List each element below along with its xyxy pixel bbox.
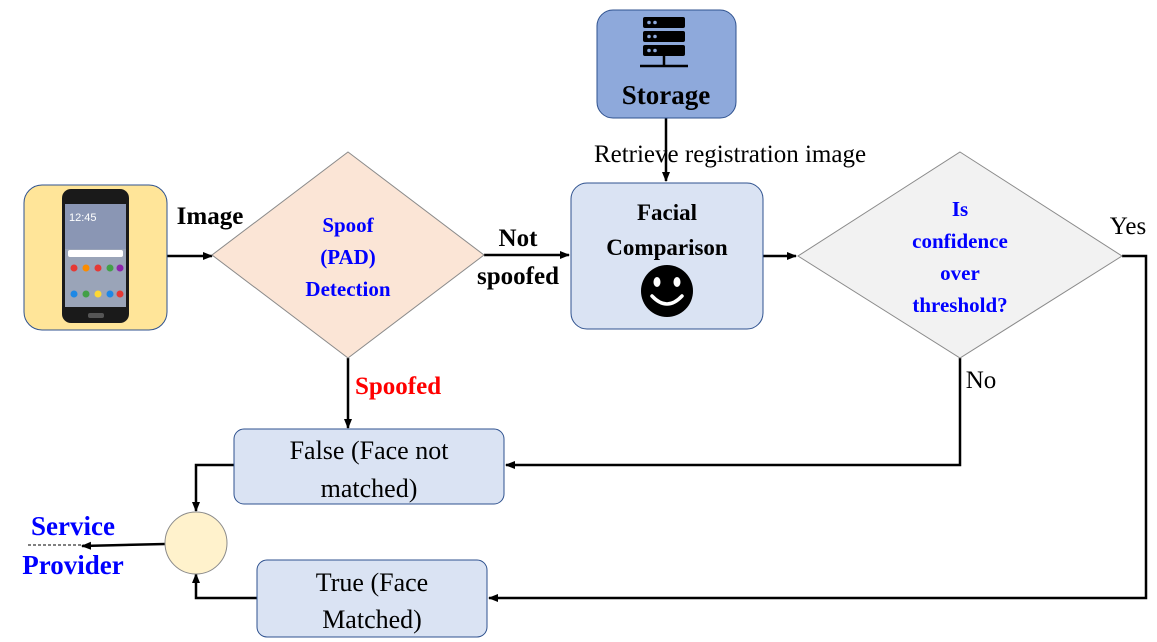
storage-label: Storage xyxy=(622,80,710,110)
confidence-label-line1: Is xyxy=(952,197,968,221)
false-result-line2: matched) xyxy=(321,474,418,503)
phone-node: 12:45 xyxy=(23,184,168,331)
facial-comparison-node: Facial Comparison xyxy=(570,182,764,330)
edge-label-spoofed: Spoofed xyxy=(355,373,441,400)
merge-circle xyxy=(164,511,228,575)
true-result-line2: Matched) xyxy=(322,605,422,634)
confidence-diamond xyxy=(797,151,1123,359)
phone-clock: 12:45 xyxy=(69,212,97,224)
edge-label-image: Image xyxy=(177,203,244,230)
edge-label-spoofed-pass: spoofed xyxy=(477,263,559,290)
smiley-face-icon xyxy=(641,265,693,317)
arrow-no-to-false xyxy=(505,358,962,469)
spoof-label-line2: (PAD) xyxy=(320,245,376,269)
confidence-label-line3: over xyxy=(940,261,980,285)
edge-label-yes: Yes xyxy=(1110,213,1146,240)
spoof-diamond xyxy=(211,151,485,359)
comparison-label-line2: Comparison xyxy=(606,235,728,260)
service-provider-line2: Provider xyxy=(22,550,123,580)
false-result-box xyxy=(233,428,505,505)
connectors xyxy=(81,118,1148,602)
spoof-label-line1: Spoof xyxy=(322,213,374,237)
true-result-node: True (Face Matched) xyxy=(256,559,488,638)
false-result-node: False (Face not matched) xyxy=(233,428,505,505)
arrow-merge-to-provider xyxy=(81,541,166,550)
server-icon xyxy=(640,17,688,68)
spoof-label-line3: Detection xyxy=(305,277,390,301)
confidence-label-line4: threshold? xyxy=(912,293,1007,317)
edge-label-not: Not xyxy=(499,225,539,252)
storage-node: Storage xyxy=(596,9,737,119)
comparison-box xyxy=(570,182,764,330)
service-provider-line1: Service xyxy=(31,511,115,541)
storage-box xyxy=(596,9,737,119)
arrow-yes-to-true xyxy=(488,254,1148,602)
smartphone-icon: 12:45 xyxy=(62,189,129,323)
true-result-box xyxy=(256,559,488,638)
arrow-true-to-merge xyxy=(192,573,257,600)
true-result-line1: True (Face xyxy=(316,568,428,597)
false-result-line1: False (Face not xyxy=(290,436,450,465)
comparison-label-line1: Facial xyxy=(637,200,697,225)
confidence-node: Is confidence over threshold? xyxy=(797,151,1123,359)
spoof-detection-node: Spoof (PAD) Detection xyxy=(211,151,485,359)
arrow-false-to-merge xyxy=(192,463,234,512)
edge-label-retrieve: Retrieve registration image xyxy=(594,141,866,168)
edge-label-no: No xyxy=(966,367,997,394)
confidence-label-line2: confidence xyxy=(912,229,1008,253)
